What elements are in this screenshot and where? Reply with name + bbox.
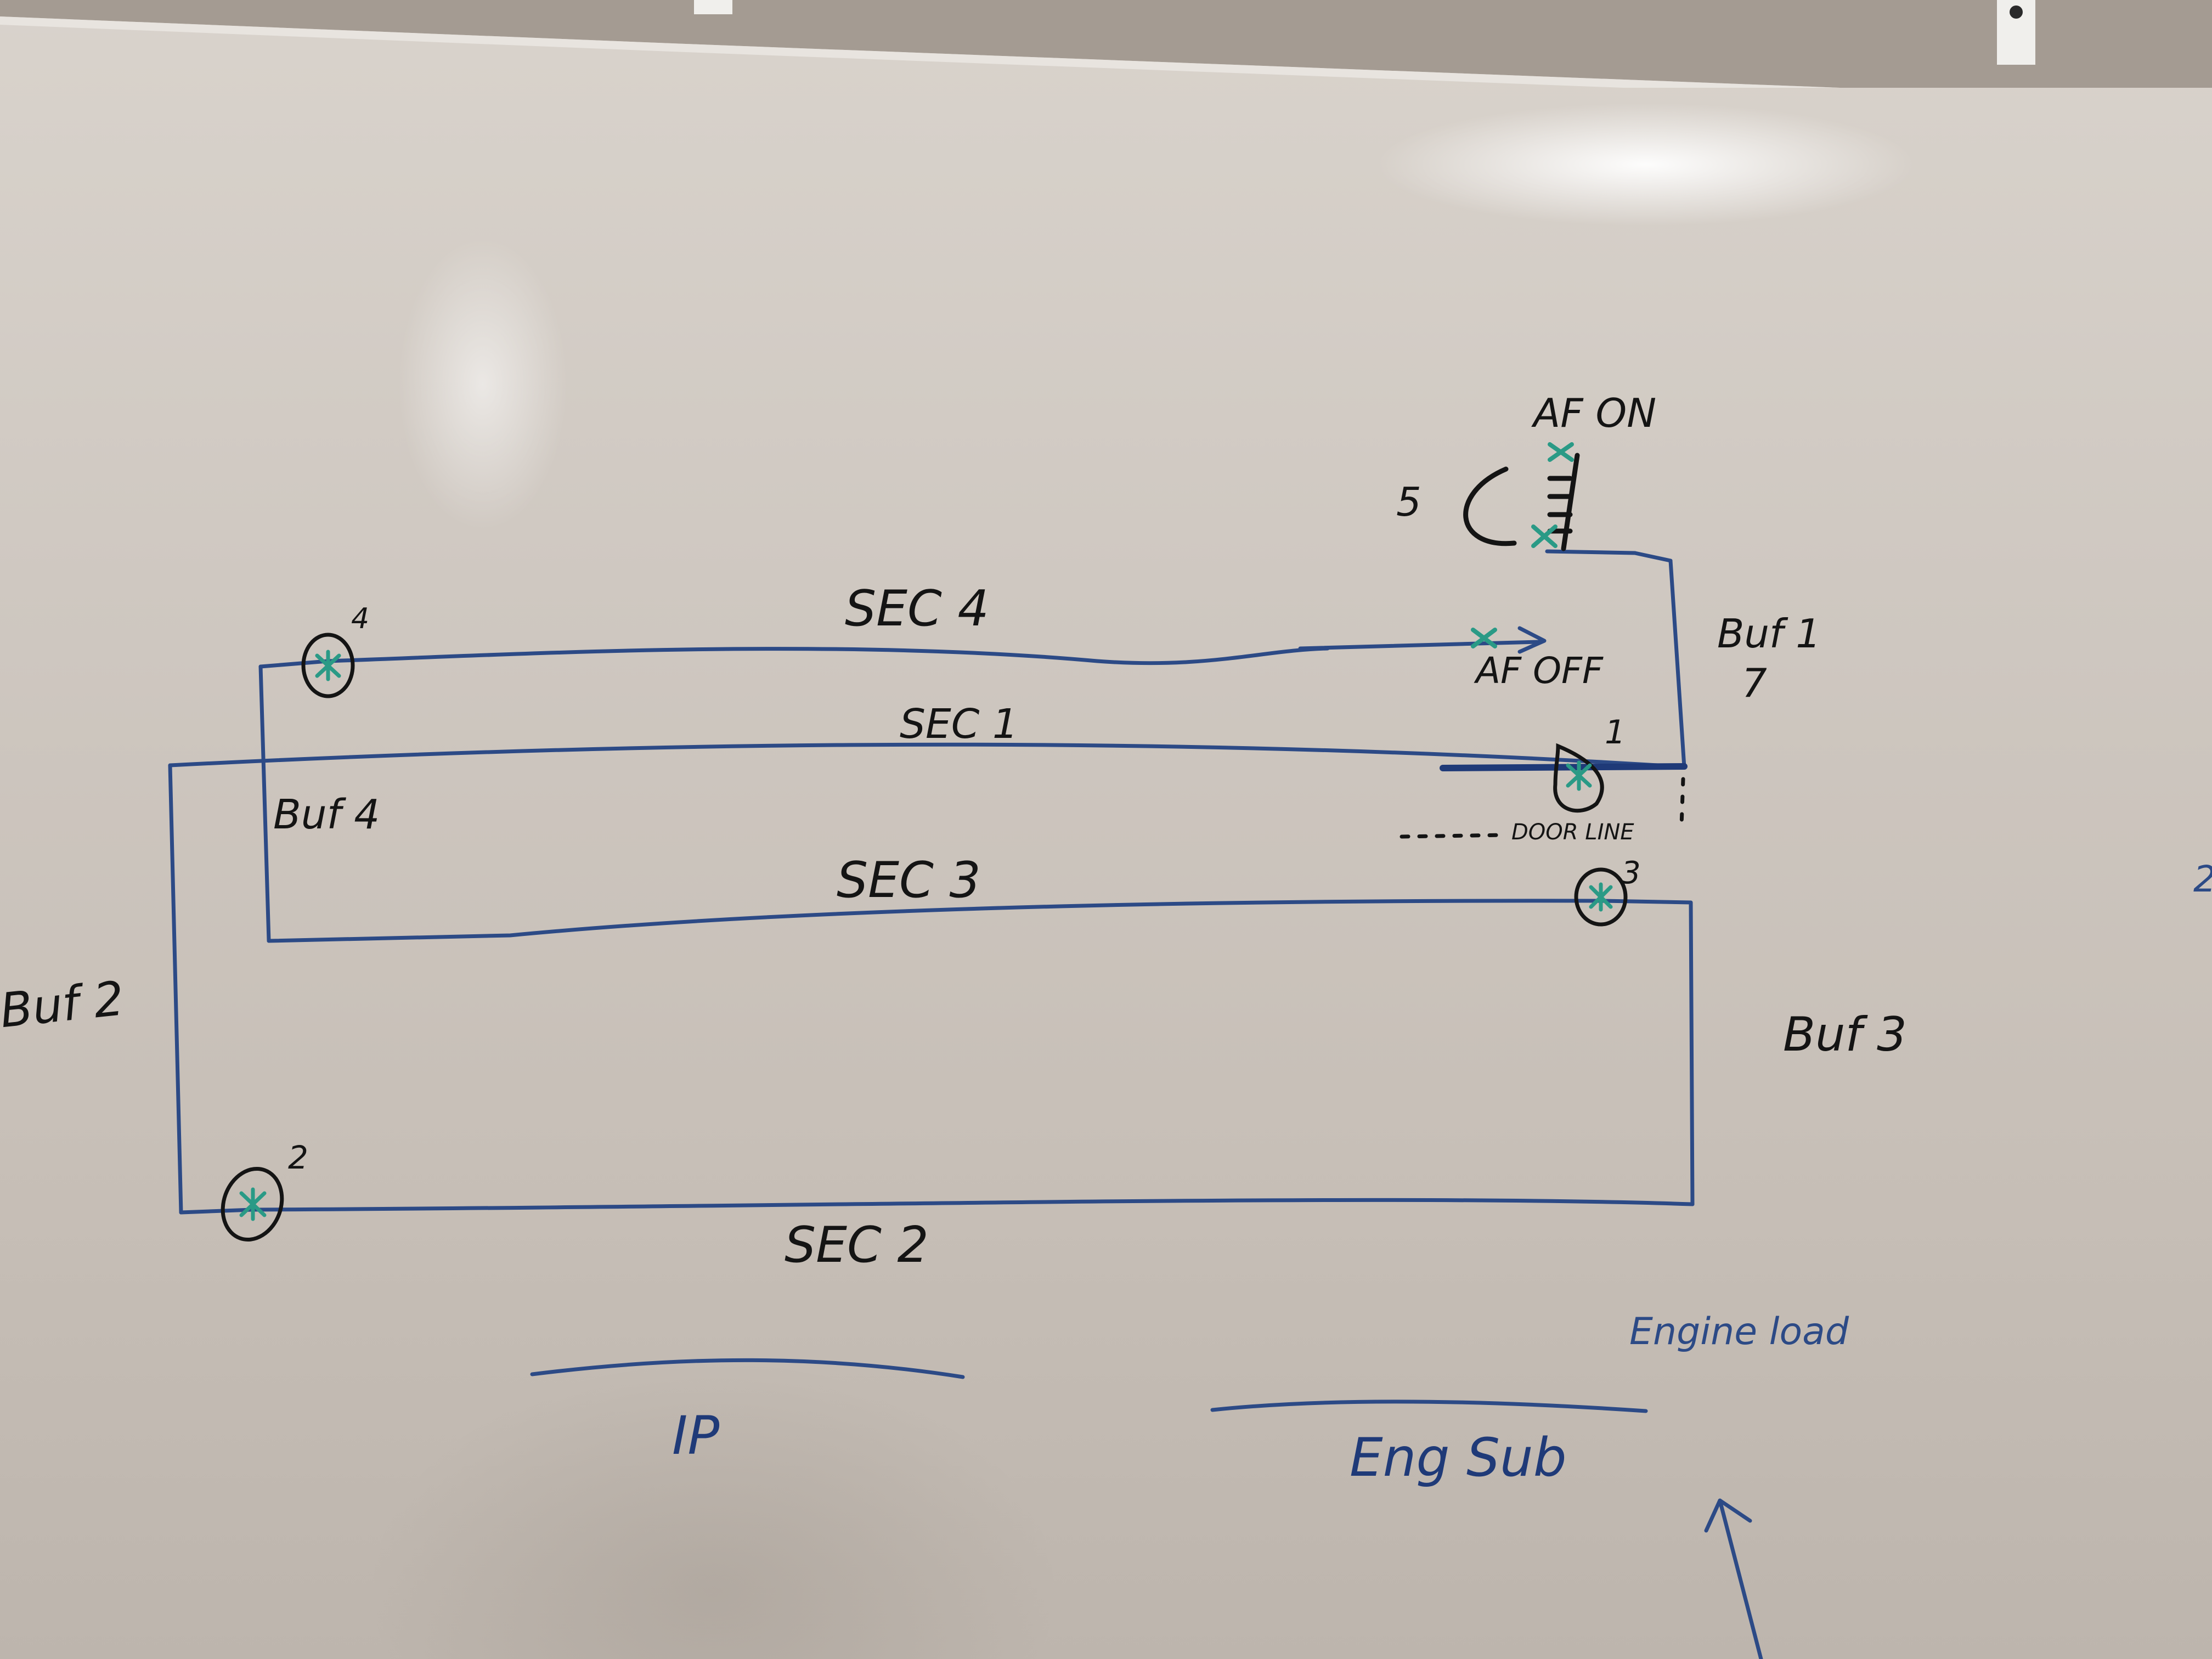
engine-load-arrow bbox=[1718, 1498, 1763, 1659]
sec3-label: SEC 3 bbox=[837, 851, 981, 909]
buf4-left-line bbox=[258, 664, 271, 943]
af-on-bottom-cross-icon bbox=[1531, 524, 1558, 548]
buf2-left-line bbox=[168, 763, 183, 1215]
door-line-dots bbox=[1400, 833, 1508, 839]
af-off-arrowhead bbox=[1517, 626, 1547, 654]
sec2-label: SEC 2 bbox=[785, 1216, 929, 1274]
sec3-line bbox=[267, 899, 1604, 943]
marker-3-label: 3 bbox=[1621, 855, 1641, 891]
marker-4-label: 4 bbox=[351, 602, 369, 635]
five-label: 5 bbox=[1396, 479, 1421, 525]
af-on-top-cross-icon bbox=[1548, 442, 1574, 462]
sec4-to-af-off-line bbox=[1298, 640, 1541, 651]
buf1-right-line bbox=[1668, 558, 1686, 769]
sec4-line bbox=[258, 646, 1330, 669]
marker-2: 2 bbox=[221, 1139, 308, 1242]
buf1-label: Buf 1 bbox=[1717, 611, 1821, 657]
buf3-label: Buf 3 bbox=[1783, 1007, 1907, 1062]
sec4-label: SEC 4 bbox=[845, 580, 989, 637]
marker-1: 1 bbox=[1553, 713, 1626, 813]
af-off-cross-icon bbox=[1471, 628, 1497, 648]
engine-load-label: Engine load bbox=[1629, 1310, 1849, 1353]
af-on-bracket bbox=[1561, 453, 1580, 551]
af-on-label: AF ON bbox=[1531, 390, 1656, 436]
engine-load-arrowhead bbox=[1704, 1498, 1752, 1533]
marker-2-label: 2 bbox=[288, 1139, 308, 1176]
sec1-line bbox=[168, 742, 1686, 769]
eng-sub-line bbox=[1210, 1400, 1648, 1413]
five-paren bbox=[1463, 466, 1517, 546]
buf1-top-line bbox=[1633, 551, 1673, 563]
sec1-label: SEC 1 bbox=[900, 701, 1018, 748]
marker-3: 3 bbox=[1574, 855, 1641, 927]
af-on-bottom-line bbox=[1545, 549, 1637, 555]
eng-sub-label: Eng Sub bbox=[1350, 1427, 1567, 1488]
marker-clip-left bbox=[694, 0, 732, 14]
sec2-line bbox=[179, 1198, 1695, 1215]
af-off-label: AF OFF bbox=[1474, 650, 1604, 692]
door-line-label: DOOR LINE bbox=[1511, 820, 1634, 845]
seven-label: 7 bbox=[1742, 660, 1767, 706]
buf2-label: Buf 2 bbox=[0, 971, 127, 1039]
right-edge-label: 2 bbox=[2193, 858, 2212, 900]
ip-line bbox=[530, 1358, 965, 1379]
marker-1-label: 1 bbox=[1605, 713, 1626, 752]
buf3-right-line bbox=[1600, 899, 1695, 1206]
door-line-right-dots bbox=[1679, 777, 1685, 828]
buf4-label: Buf 4 bbox=[273, 791, 380, 838]
sec1-bold-segment bbox=[1440, 763, 1688, 771]
marker-4: 4 bbox=[301, 602, 369, 698]
ip-label: IP bbox=[672, 1405, 719, 1466]
whiteboard-top-frame bbox=[0, 0, 2212, 88]
